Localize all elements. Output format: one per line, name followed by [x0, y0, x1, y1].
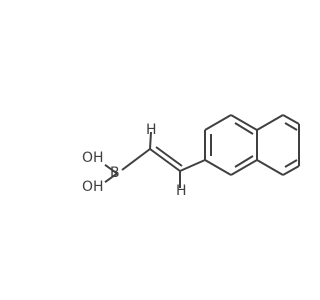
ring-left-bond-6 [204, 159, 232, 176]
bond-vinyl-to-ring [179, 159, 206, 172]
ring-right-inner-2 [284, 159, 298, 168]
ring-right-bond-5 [256, 159, 284, 176]
boron-label: B [110, 165, 120, 181]
bond-vinyl-double-main [149, 148, 181, 172]
ring-left-inner-3 [234, 155, 254, 168]
hydroxyl-top-label: OH [82, 150, 104, 166]
ring-right-bond-1 [256, 114, 284, 131]
ring-left-inner-2 [234, 122, 254, 135]
bond-vinyl-double-inner [155, 146, 183, 167]
bond-b-c-vinyl [121, 148, 151, 171]
ring-left-bond-5 [230, 159, 258, 176]
bond-vinyl-h-top [149, 131, 152, 150]
bond-layer [104, 114, 300, 188]
ring-right-bond-2 [282, 114, 300, 125]
structure-diagram: OH OH B H H [82, 114, 300, 199]
bond-b-o-bottom [104, 172, 118, 184]
ring-right-inner-1 [284, 122, 298, 131]
vinyl-h-top-label: H [146, 122, 157, 138]
bond-b-o-top [104, 163, 118, 175]
ring-left-bond-3 [230, 114, 258, 131]
vinyl-h-bottom-label: H [176, 183, 187, 199]
label-layer: OH OH B H H [82, 122, 187, 199]
hydroxyl-bottom-label: OH [82, 179, 104, 195]
ring-left-bond-2 [204, 114, 232, 131]
ring-right-bond-4 [282, 165, 300, 176]
